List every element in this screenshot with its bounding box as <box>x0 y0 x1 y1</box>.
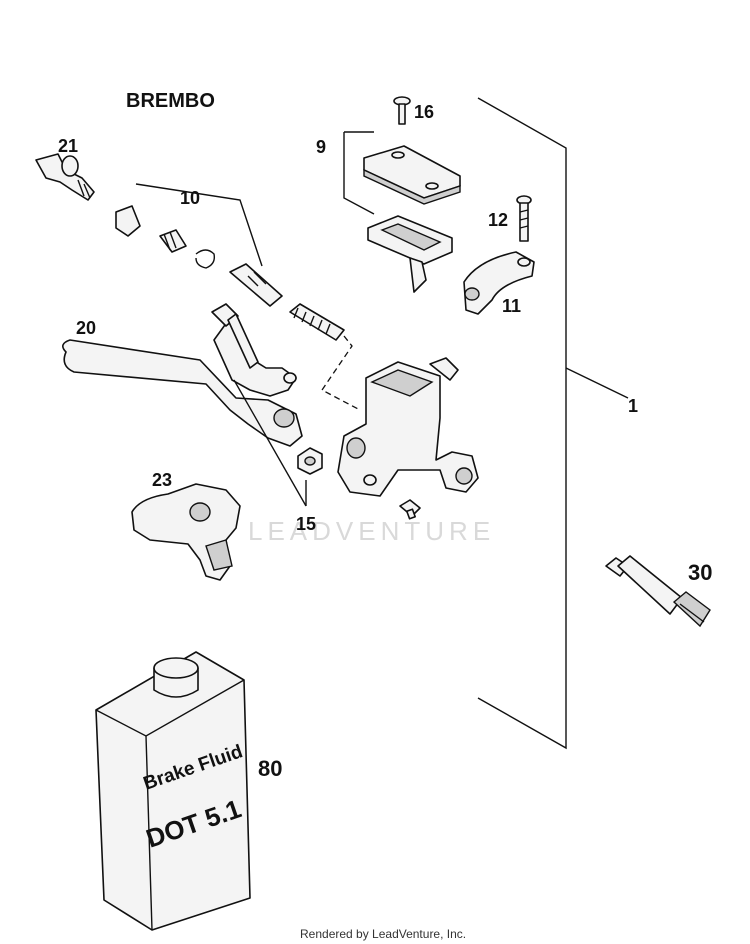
master-cylinder-body[interactable] <box>337 357 479 497</box>
brand-title: BREMBO <box>126 90 215 112</box>
callout-23: 23 <box>152 470 172 490</box>
clamp-11[interactable] <box>463 251 535 315</box>
bracket-9 <box>343 132 375 215</box>
callout-16: 16 <box>414 102 434 122</box>
callout-15: 15 <box>296 514 316 534</box>
nut-15[interactable] <box>297 447 323 475</box>
footer-credit: Rendered by LeadVenture, Inc. <box>300 927 466 941</box>
adjuster-screw-21[interactable] <box>35 153 95 201</box>
callout-9: 9 <box>316 137 326 157</box>
piston-kit-10[interactable] <box>115 205 283 307</box>
watermark-text: LEADVENTURE <box>248 516 495 546</box>
brake-lever-20[interactable] <box>62 317 303 447</box>
reservoir-cap-9[interactable] <box>363 145 461 205</box>
leader-15a <box>233 379 307 507</box>
assembly-bracket <box>477 97 567 750</box>
leader-1 <box>565 367 629 399</box>
lever-guard-23[interactable] <box>131 483 241 581</box>
callout-11: 11 <box>502 296 521 316</box>
small-screw[interactable] <box>399 499 421 520</box>
callout-80: 80 <box>258 756 282 781</box>
spring-path <box>321 335 361 411</box>
callout-1: 1 <box>628 396 638 416</box>
bracket-10 <box>135 183 263 267</box>
bolt-12[interactable] <box>516 195 532 242</box>
brake-fluid-can-80[interactable] <box>95 651 251 931</box>
callout-30: 30 <box>688 560 712 585</box>
pivot-bolt[interactable] <box>211 303 259 369</box>
callout-12: 12 <box>488 210 508 230</box>
reservoir-gasket-9[interactable] <box>367 215 453 293</box>
callout-21: 21 <box>58 136 78 156</box>
callout-20: 20 <box>76 318 96 338</box>
return-spring[interactable] <box>289 303 345 341</box>
hose-end-30[interactable] <box>605 555 711 628</box>
screw-16[interactable] <box>393 96 411 125</box>
